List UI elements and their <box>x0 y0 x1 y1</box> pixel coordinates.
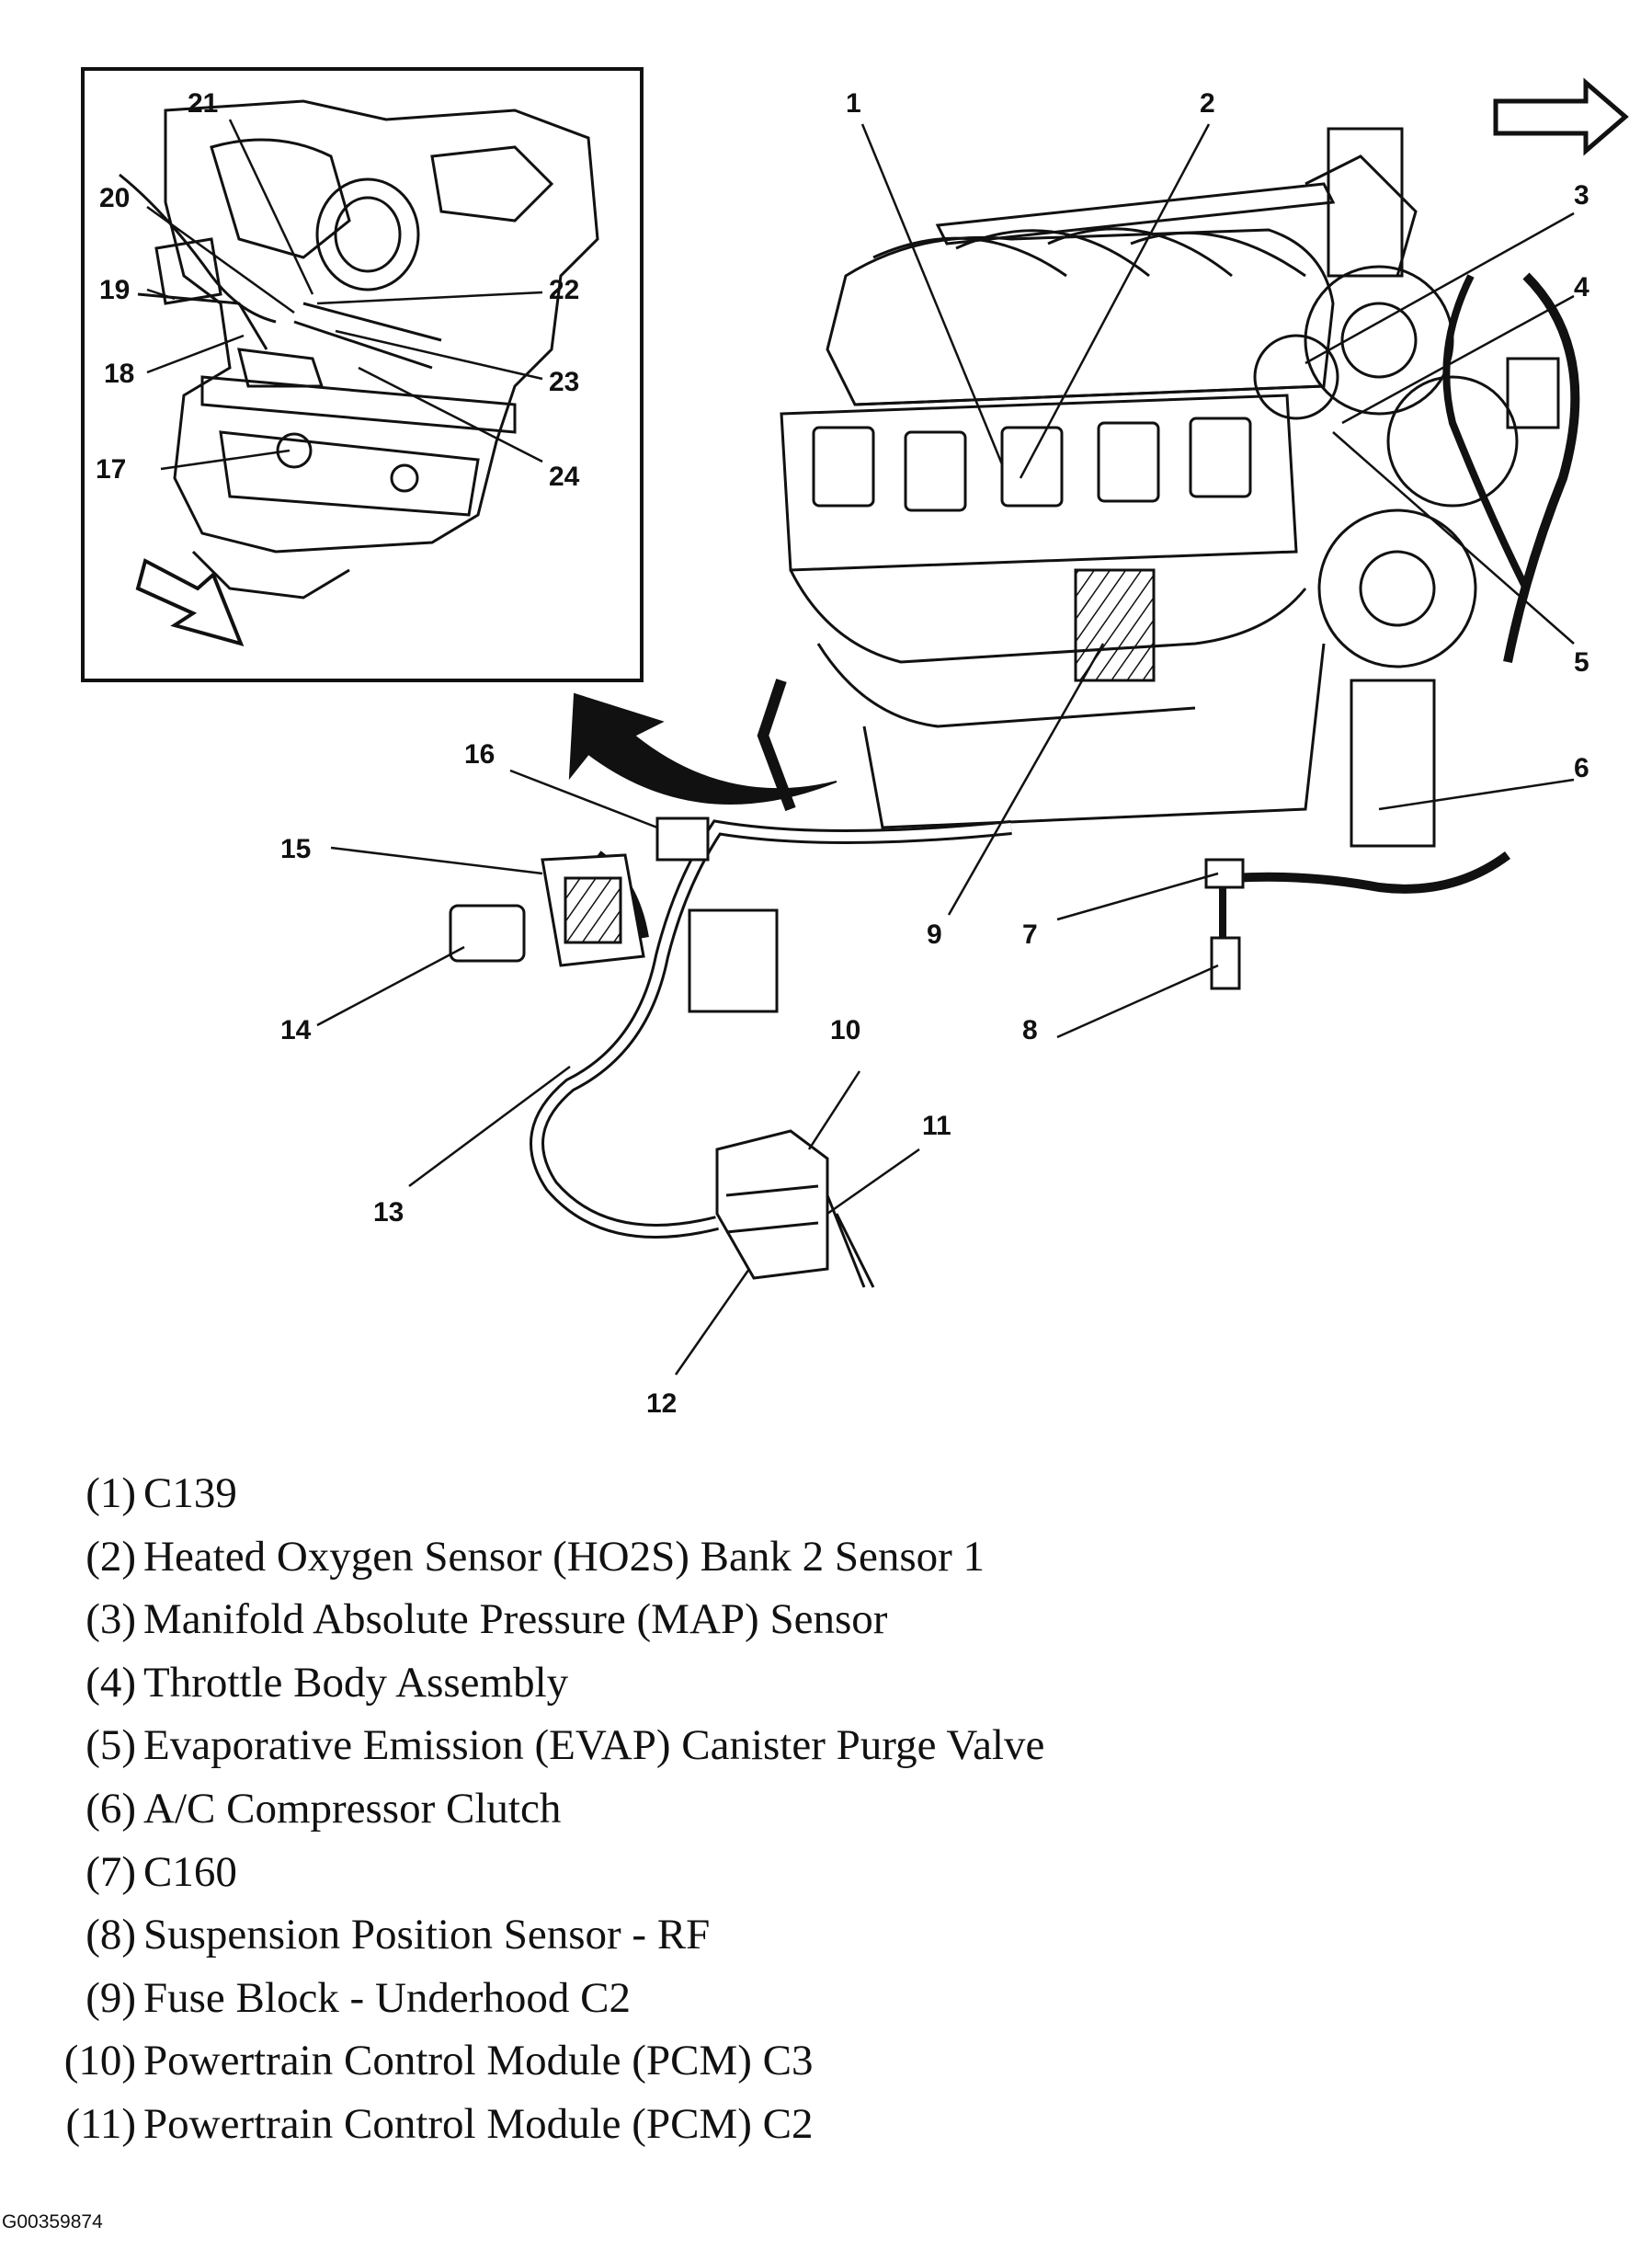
callout-23: 23 <box>549 367 579 397</box>
callout-10: 10 <box>830 1015 860 1045</box>
callout-7: 7 <box>1022 919 1038 950</box>
figure-id: G00359874 <box>2 2211 103 2232</box>
callout-14: 14 <box>280 1015 312 1045</box>
callout-1: 1 <box>846 88 861 119</box>
callout-4: 4 <box>1574 272 1589 303</box>
legend-item-5: (5)Evaporative Emission (EVAP) Canister … <box>85 1721 1045 1770</box>
callout-11: 11 <box>922 1111 951 1141</box>
legend-item-8: (8)Suspension Position Sensor - RF <box>85 1911 711 1959</box>
callout-16: 16 <box>464 739 495 770</box>
engine-assembly-illustration <box>780 127 1580 990</box>
callout-13: 13 <box>373 1197 404 1228</box>
legend-item-10: (10)Powertrain Control Module (PCM) C3 <box>63 2037 814 2085</box>
callout-12: 12 <box>646 1388 677 1419</box>
callout-8: 8 <box>1022 1015 1038 1045</box>
callout-numbers: 1 2 3 4 5 6 7 8 9 10 11 12 13 14 15 16 1… <box>96 88 1589 1419</box>
callout-17: 17 <box>96 454 126 485</box>
legend-item-7: (7)C160 <box>85 1847 237 1896</box>
legend-item-6: (6)A/C Compressor Clutch <box>85 1784 562 1833</box>
legend-item-4: (4)Throttle Body Assembly <box>85 1658 569 1707</box>
callout-leader-lines <box>146 119 1575 1376</box>
engine-wiring-harness <box>449 679 1012 1288</box>
callout-18: 18 <box>104 359 134 389</box>
component-legend: (1)C139 (2)Heated Oxygen Sensor (HO2S) B… <box>51 1462 1614 2156</box>
callout-24: 24 <box>549 462 580 492</box>
inset-direction-arrow-icon <box>135 558 245 647</box>
callout-21: 21 <box>188 88 218 119</box>
front-direction-arrow-icon <box>1493 77 1629 156</box>
legend-item-9: (9)Fuse Block - Underhood C2 <box>85 1973 632 2022</box>
callout-20: 20 <box>99 183 130 213</box>
callout-15: 15 <box>280 834 311 864</box>
callout-3: 3 <box>1574 180 1589 211</box>
callout-2: 2 <box>1200 88 1215 119</box>
callout-6: 6 <box>1574 753 1589 783</box>
callout-22: 22 <box>549 275 579 305</box>
inset-reference-arrow-icon <box>568 692 837 805</box>
legend-item-1: (1)C139 <box>85 1469 237 1517</box>
callout-5: 5 <box>1574 647 1589 678</box>
legend-item-3: (3)Manifold Absolute Pressure (MAP) Sens… <box>85 1595 888 1644</box>
inset-detail-view <box>81 67 644 682</box>
callout-9: 9 <box>927 919 942 950</box>
callout-19: 19 <box>99 275 130 305</box>
legend-item-11: (11)Powertrain Control Module (PCM) C2 <box>65 2099 814 2148</box>
legend-item-2: (2)Heated Oxygen Sensor (HO2S) Bank 2 Se… <box>85 1532 986 1581</box>
